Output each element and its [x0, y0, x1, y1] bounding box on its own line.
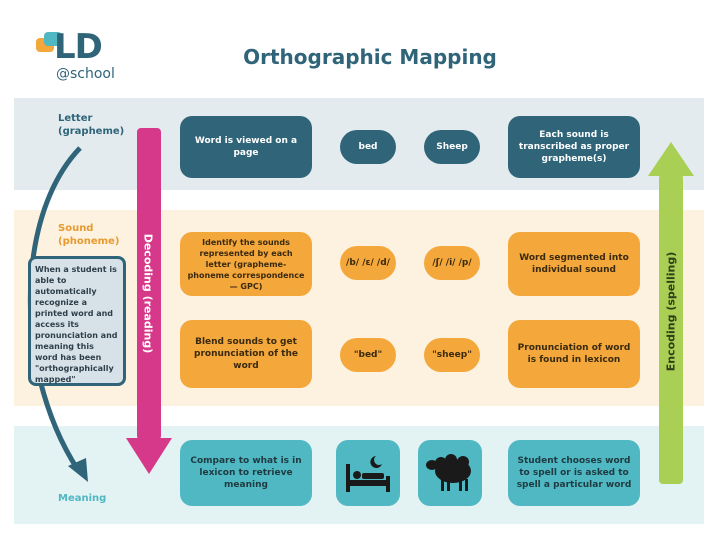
- student-chooses-box: Student chooses word to spell or is aske…: [508, 440, 640, 506]
- decoding-arrow-icon: [126, 128, 172, 474]
- row-label-letter: Letter (grapheme): [58, 113, 125, 137]
- page-title: Orthographic Mapping: [243, 45, 497, 69]
- sheep-pronunciation-box: "sheep": [424, 338, 480, 372]
- compare-lexicon-box: Compare to what is in lexicon to retriev…: [180, 440, 312, 506]
- row-label-sound: Sound (phoneme): [58, 223, 120, 247]
- bed-image-box: [336, 440, 400, 506]
- bed-phonemes-box: /b/ /ɛ/ /d/: [340, 246, 396, 280]
- row-label-meaning: Meaning: [58, 493, 107, 504]
- sheep-image-box: [418, 440, 482, 506]
- encoding-arrow-icon: [648, 142, 694, 484]
- identify-sounds-box: Identify the sounds represented by each …: [180, 232, 312, 296]
- sheep-word-box: Sheep: [424, 130, 480, 164]
- logo-school-text: @school: [56, 66, 115, 82]
- sheep-icon: [426, 454, 471, 491]
- decoding-label: Decoding (reading): [141, 233, 155, 354]
- word-viewed-box: Word is viewed on a page: [180, 116, 312, 178]
- transcribed-box: Each sound is transcribed as proper grap…: [508, 116, 640, 178]
- bed-word-box: bed: [340, 130, 396, 164]
- ld-school-logo: LD @school: [36, 28, 126, 88]
- bed-pronunciation-box: "bed": [340, 338, 396, 372]
- logo-ld-text: LD: [54, 27, 103, 67]
- sheep-phonemes-box: /ʃ/ /i/ /p/: [424, 246, 480, 280]
- speech-bubble-icon: [44, 32, 62, 46]
- encoding-label: Encoding (spelling): [664, 251, 678, 372]
- orthographic-mapping-note: When a student is able to automatically …: [28, 256, 126, 386]
- lexicon-box: Pronunciation of word is found in lexico…: [508, 320, 640, 388]
- bed-icon: [346, 456, 390, 492]
- blend-sounds-box: Blend sounds to get pronunciation of the…: [180, 320, 312, 388]
- segmented-box: Word segmented into individual sound: [508, 232, 640, 296]
